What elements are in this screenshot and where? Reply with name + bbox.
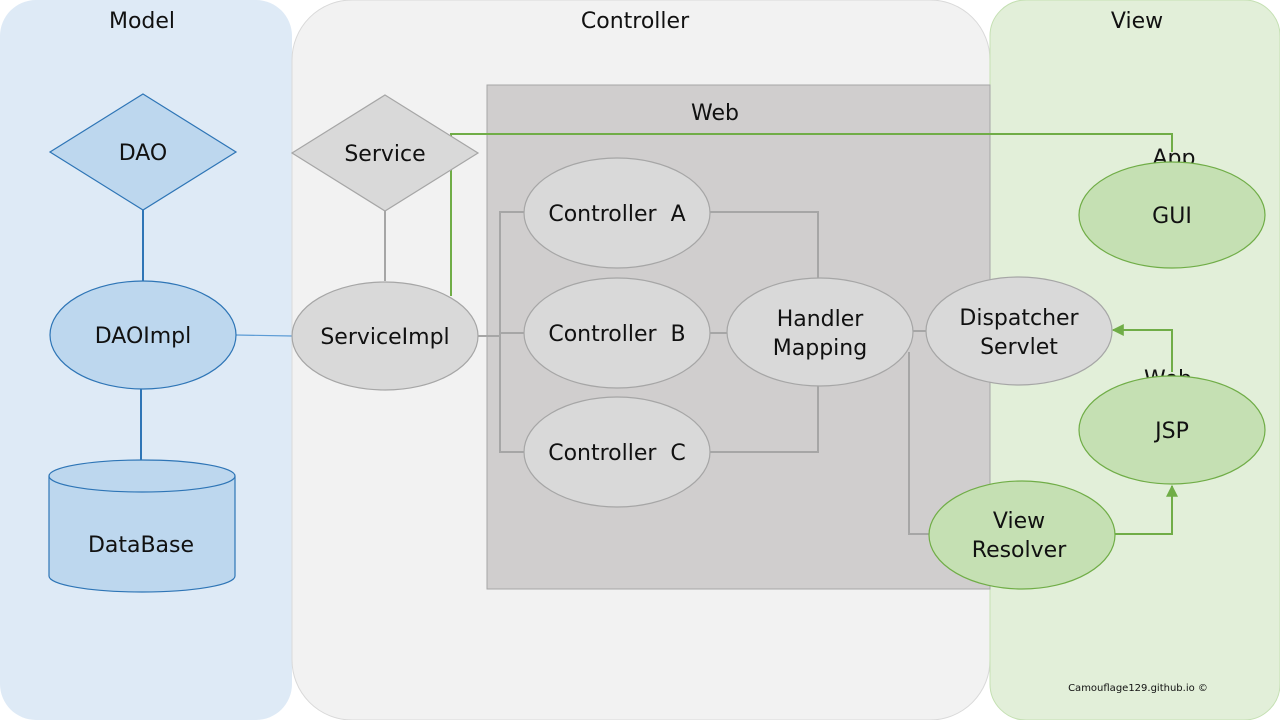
view-resolver-shape [928, 480, 1116, 590]
jsp-label: JSP [1153, 419, 1189, 444]
jsp-shape [1078, 375, 1266, 485]
dispatcher-servlet-shape [925, 276, 1113, 386]
view-lane-title: View [1111, 9, 1163, 34]
controller-b-shape [523, 277, 711, 389]
database-label: DataBase [88, 533, 194, 558]
handler-mapping-shape [726, 277, 914, 387]
viewresolver-to-jsp-arrow [1115, 484, 1178, 535]
database-shape [48, 476, 236, 593]
service-shape [290, 94, 480, 212]
database-top [48, 459, 236, 493]
web-box-title: Web [691, 101, 739, 126]
service-label: Service [344, 142, 425, 167]
dispatcher-servlet-label-line2: Servlet [980, 335, 1058, 360]
controller-a-to-handler-line [710, 211, 819, 280]
controller-b-label: Controller B [548, 322, 685, 347]
controller-lane-title: Controller [581, 9, 690, 34]
controller-c-label: Controller C [548, 441, 686, 466]
controller-a-label: Controller A [548, 202, 685, 227]
serviceimpl-to-controllers-line [478, 211, 525, 337]
daoimpl-to-serviceimpl-line [235, 334, 293, 337]
gui-label: GUI [1152, 204, 1192, 229]
handler-mapping-label-line1: Handler [777, 307, 865, 332]
serviceimpl-to-app-line [450, 133, 1173, 296]
daoimpl-label: DAOImpl [95, 324, 192, 349]
dispatcher-servlet-label-line1: Dispatcher [959, 306, 1079, 331]
dao-label: DAO [119, 141, 168, 166]
handler-to-viewresolver-line [908, 352, 930, 535]
controller-c-to-handler-line [710, 386, 819, 453]
serviceimpl-to-controller-c-line [499, 336, 525, 453]
model-lane-title: Model [109, 9, 175, 34]
view-resolver-label-line2: Resolver [972, 538, 1067, 563]
handler-mapping-label-line2: Mapping [773, 336, 867, 361]
jsp-to-dispatcher-arrow [1111, 324, 1173, 372]
serviceimpl-label: ServiceImpl [320, 325, 449, 350]
gui-shape [1078, 161, 1266, 269]
view-resolver-label-line1: View [993, 509, 1045, 534]
controller-a-shape [523, 157, 711, 269]
credit-text: Camouflage129.github.io © [1068, 683, 1208, 694]
daoimpl-shape [49, 280, 237, 390]
controller-c-shape [523, 396, 711, 508]
dao-shape [48, 93, 238, 211]
serviceimpl-shape [291, 281, 479, 391]
